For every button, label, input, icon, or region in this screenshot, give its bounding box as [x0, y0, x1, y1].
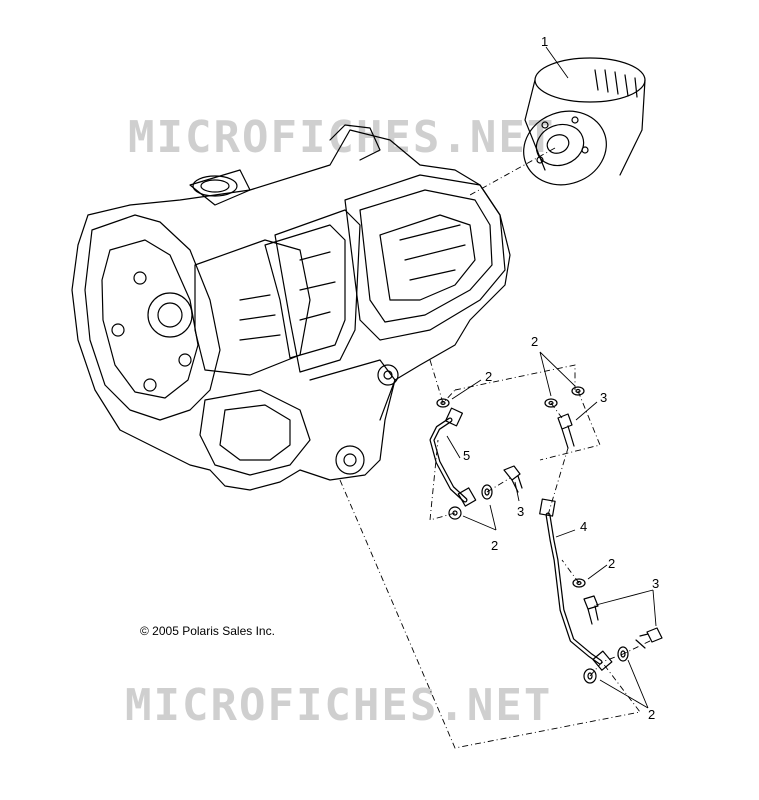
watermark-bottom: MICROFICHES.NET [125, 680, 553, 731]
watermark-top: MICROFICHES.NET [128, 112, 556, 163]
callout-3-middle: 3 [517, 504, 524, 519]
callout-3-lower: 3 [652, 576, 659, 591]
oil-line-lower [539, 498, 613, 671]
callout-3-upper: 3 [600, 390, 607, 405]
callout-1: 1 [541, 34, 548, 49]
sealing-washers [436, 386, 629, 684]
callout-2-middle: 2 [491, 538, 498, 553]
copyright-text: © 2005 Polaris Sales Inc. [140, 624, 275, 638]
oil-line-upper [429, 407, 477, 507]
callout-2-pair: 2 [531, 334, 538, 349]
banjo-bolts [503, 413, 663, 649]
oil-filter [523, 57, 646, 186]
callout-4: 4 [580, 519, 587, 534]
callout-2-bottom: 2 [648, 707, 655, 722]
callout-2-lower: 2 [608, 556, 615, 571]
callout-5: 5 [463, 448, 470, 463]
callout-leaders [446, 46, 657, 709]
callout-2-upper: 2 [485, 369, 492, 384]
engine-crankcase [71, 124, 511, 491]
leader-lines [339, 147, 653, 749]
